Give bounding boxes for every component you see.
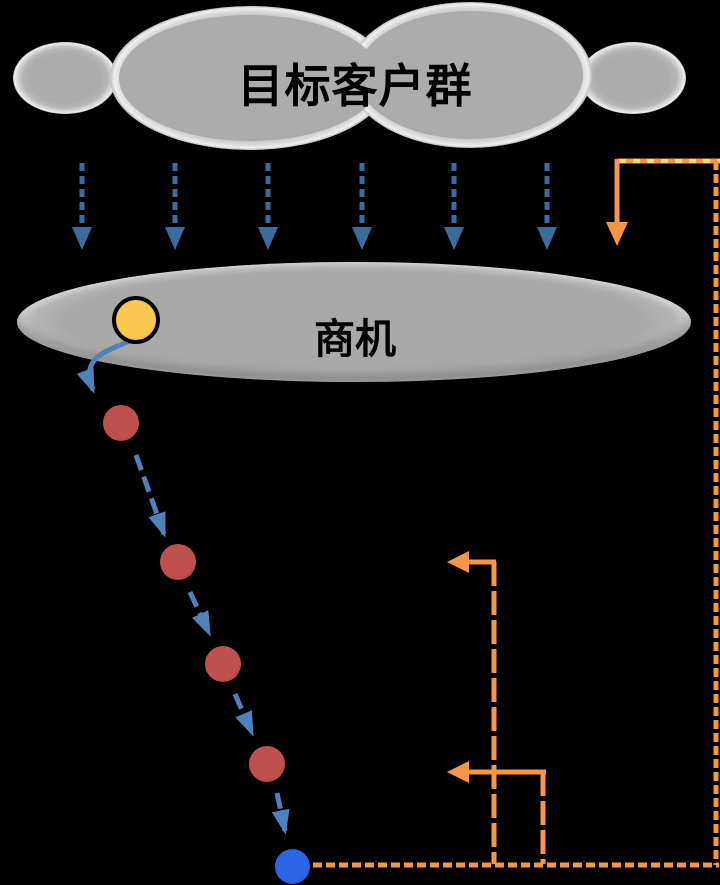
drop-arrow-icon xyxy=(352,163,372,250)
stage-dot-red xyxy=(103,405,139,441)
stage-dot-red xyxy=(205,646,241,682)
lead-dot-yellow xyxy=(112,296,160,344)
feedback-loop xyxy=(313,158,720,868)
stage-arrow-icon xyxy=(133,454,167,538)
drop-arrows xyxy=(72,163,557,250)
curved-arrow-icon xyxy=(76,337,133,394)
stage-arrow-icon xyxy=(232,693,255,737)
won-dot-blue xyxy=(275,849,310,884)
drop-arrow-icon xyxy=(72,163,92,250)
drop-arrow-icon xyxy=(444,163,464,250)
feedback-branch-lower-icon xyxy=(447,761,546,864)
cloud-bump-left xyxy=(13,42,117,114)
drop-arrow-icon xyxy=(165,163,185,250)
cloud-bump-right xyxy=(580,42,686,114)
funnel-arrows xyxy=(76,337,290,835)
opportunity-label: 商机 xyxy=(314,316,396,362)
drop-arrow-icon xyxy=(258,163,278,250)
drop-arrow-icon xyxy=(537,163,557,250)
feedback-branch-upper-icon xyxy=(447,551,497,864)
cloud-cover-right xyxy=(357,11,583,139)
stage-arrow-icon xyxy=(271,792,290,835)
feedback-entry-arrow-icon xyxy=(606,158,720,246)
cloud-cover-left xyxy=(119,15,381,141)
stage-arrow-icon xyxy=(187,590,212,637)
stage-dot-red xyxy=(249,746,285,782)
cloud-label: 目标客户群 xyxy=(237,60,473,112)
stage-dot-red xyxy=(160,544,196,580)
